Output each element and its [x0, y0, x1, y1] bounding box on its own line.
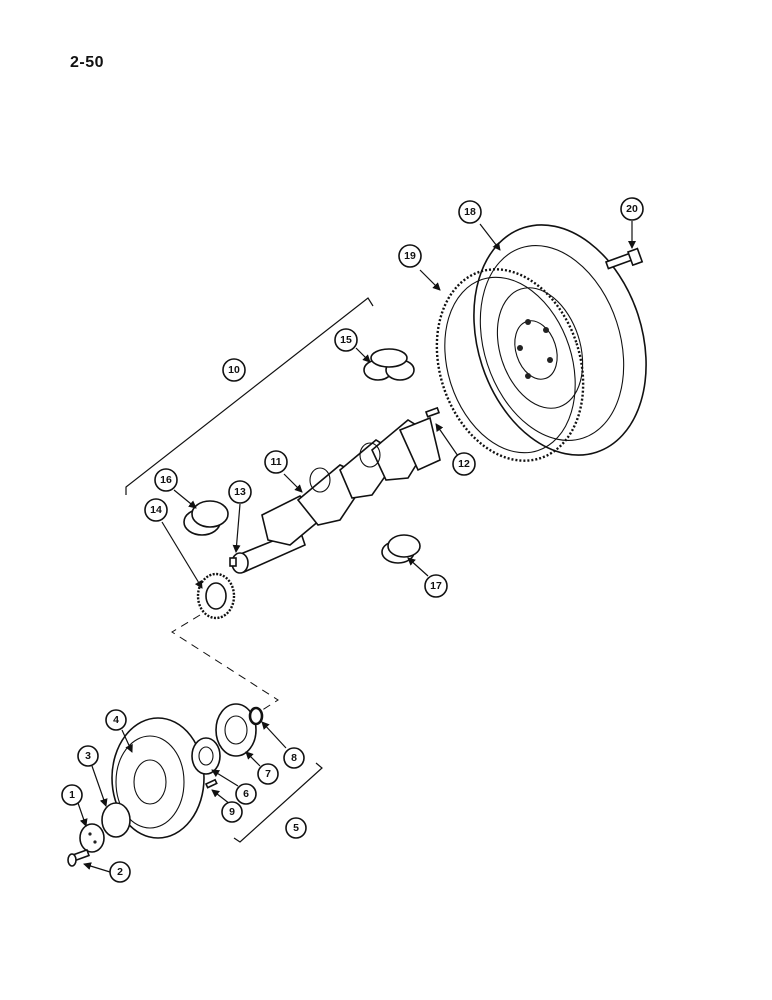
svg-text:7: 7: [265, 768, 271, 780]
pulley-retainer: [79, 823, 105, 853]
crank-key: [229, 557, 237, 567]
callout-19: 19: [398, 244, 422, 268]
callout-7: 7: [257, 763, 279, 785]
svg-text:15: 15: [340, 334, 352, 346]
callout-9: 9: [221, 801, 243, 823]
pulley-washer: [101, 802, 131, 838]
svg-text:8: 8: [291, 752, 297, 764]
callout-15: 15: [334, 328, 358, 352]
callout-20: 20: [620, 197, 644, 221]
flywheel-bolt: [604, 247, 644, 270]
main-bearing-upper: [363, 348, 415, 381]
bracket-5: [233, 762, 323, 843]
callout-5: 5: [285, 817, 307, 839]
alignment-line: [171, 614, 279, 715]
front-seal: [215, 703, 257, 757]
callout-10: 10: [222, 358, 246, 382]
crank-pulley: [111, 717, 205, 839]
svg-text:14: 14: [150, 504, 162, 516]
spacer: [191, 737, 221, 775]
svg-text:5: 5: [293, 822, 299, 834]
callout-18: 18: [458, 200, 482, 224]
callout-3: 3: [77, 745, 99, 767]
svg-text:1: 1: [69, 789, 75, 801]
callout-1: 1: [61, 784, 83, 806]
flywheel: [473, 224, 647, 456]
callout-16: 16: [154, 468, 178, 492]
ring-gear: [435, 268, 585, 462]
callout-12: 12: [452, 452, 476, 476]
svg-text:17: 17: [430, 580, 442, 592]
svg-text:11: 11: [270, 456, 281, 468]
svg-text:9: 9: [229, 806, 235, 818]
crankshaft-gear: [196, 572, 236, 620]
svg-text:4: 4: [113, 714, 119, 726]
leader-lines: [77, 221, 636, 873]
dowel-pin: [424, 406, 441, 418]
svg-text:2: 2: [117, 866, 123, 878]
svg-text:16: 16: [160, 474, 172, 486]
callout-14: 14: [144, 498, 168, 522]
callout-4: 4: [105, 709, 127, 731]
callout-6: 6: [235, 783, 257, 805]
svg-text:12: 12: [458, 458, 470, 470]
crankshaft: [231, 416, 441, 574]
svg-text:6: 6: [243, 788, 249, 800]
svg-text:18: 18: [464, 206, 476, 218]
main-bearing-front: [183, 500, 229, 536]
page-number: 2-50: [70, 54, 105, 71]
callout-2: 2: [109, 861, 131, 883]
svg-text:13: 13: [234, 486, 246, 498]
svg-text:19: 19: [404, 250, 416, 262]
thrust-bearing: [381, 534, 421, 564]
callout-8: 8: [283, 747, 305, 769]
svg-text:20: 20: [626, 203, 638, 215]
woodruff-key: [204, 778, 218, 789]
callout-17: 17: [424, 574, 448, 598]
callout-13: 13: [228, 480, 252, 504]
callout-11: 11: [264, 450, 288, 474]
o-ring: [248, 706, 264, 726]
bracket-10: [125, 297, 374, 495]
pulley-bolt: [67, 848, 90, 867]
svg-text:3: 3: [85, 750, 91, 762]
svg-text:10: 10: [228, 364, 240, 376]
